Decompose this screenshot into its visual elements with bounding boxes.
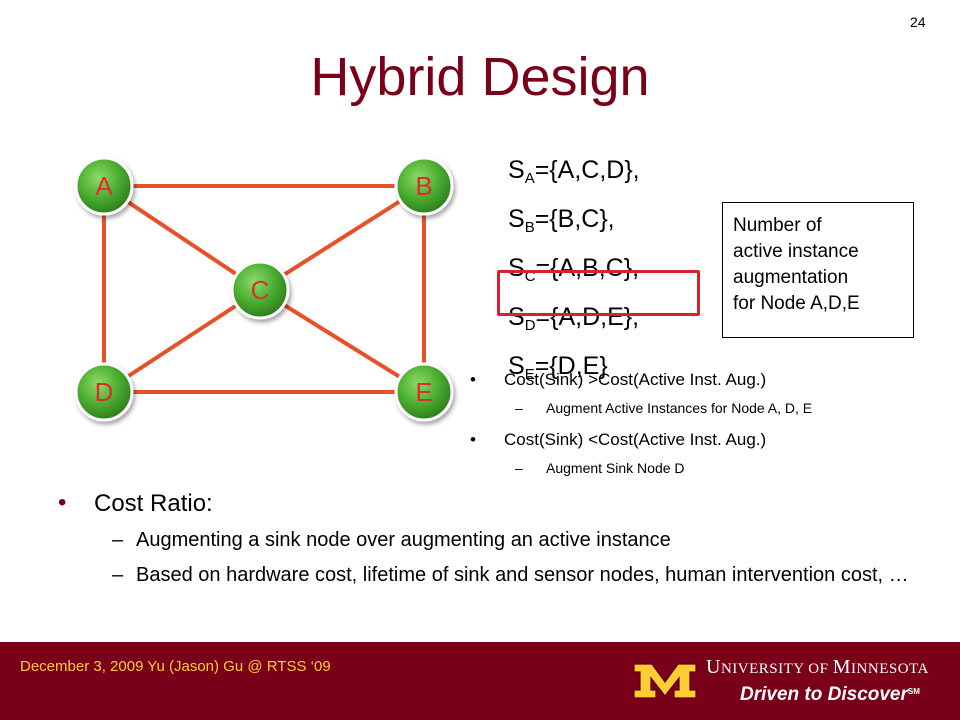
- graph-edge-c-e: [258, 288, 426, 394]
- set-line-b: SB={B,C},: [508, 205, 615, 236]
- node-circle: [74, 156, 134, 216]
- tagline: Driven to DiscoverSM: [740, 684, 920, 705]
- graph-edge-b-c: [258, 184, 426, 292]
- node-circle: [230, 260, 290, 320]
- highlight-box: [497, 270, 700, 316]
- graph-node-d: D: [74, 362, 134, 422]
- university-m-logo: [633, 663, 697, 699]
- note-line: active instance: [733, 241, 859, 262]
- note-line: for Node A,D,E: [733, 293, 860, 314]
- graph-edge-c-d: [102, 288, 262, 394]
- node-circle: [394, 362, 454, 422]
- slide-title: Hybrid Design: [310, 47, 650, 107]
- sub-bullet-item: Augment Active Instances for Node A, D, …: [470, 400, 960, 416]
- university-name: UNIVERSITY OF MINNESOTA: [706, 656, 929, 678]
- graph-edge-a-c: [102, 184, 262, 292]
- footer-text: December 3, 2009 Yu (Jason) Gu @ RTSS ‘0…: [20, 658, 331, 675]
- set-line-d: SD={A,D,E},: [508, 303, 640, 334]
- bullet-item: Cost(Sink) <Cost(Active Inst. Aug.): [470, 430, 960, 450]
- bullet-item: Cost Ratio:: [56, 489, 936, 518]
- graph-node-a: A: [74, 156, 134, 216]
- note-box: Number of active instance augmentation f…: [722, 202, 914, 338]
- sub-bullet-item: Augment Sink Node D: [470, 460, 960, 476]
- graph-node-e: E: [394, 362, 454, 422]
- node-circle: [394, 156, 454, 216]
- node-label: E: [415, 377, 432, 407]
- main-bullets: Cost Ratio: Augmenting a sink node over …: [56, 489, 936, 598]
- node-circle: [74, 362, 134, 422]
- graph-node-c: C: [230, 260, 290, 320]
- node-label: B: [415, 171, 432, 201]
- sub-bullet-item: Based on hardware cost, lifetime of sink…: [56, 563, 936, 588]
- page-number: 24: [910, 14, 926, 30]
- node-label: C: [251, 275, 270, 305]
- set-list: SA={A,C,D}, SB={B,C}, SC={A,B,C}, SD={A,…: [508, 150, 640, 395]
- note-line: augmentation: [733, 267, 849, 288]
- right-bullets: Cost(Sink) >Cost(Active Inst. Aug.) Augm…: [470, 370, 960, 490]
- bullet-item: Cost(Sink) >Cost(Active Inst. Aug.): [470, 370, 960, 390]
- network-graph: A B C D E: [74, 156, 454, 422]
- note-line: Number of: [733, 215, 822, 236]
- set-line-c: SC={A,B,C},: [508, 254, 640, 285]
- sub-bullet-item: Augmenting a sink node over augmenting a…: [56, 528, 936, 553]
- footer-bar: December 3, 2009 Yu (Jason) Gu @ RTSS ‘0…: [0, 642, 960, 720]
- node-label: D: [95, 377, 114, 407]
- node-label: A: [95, 171, 113, 201]
- graph-node-b: B: [394, 156, 454, 216]
- set-line-a: SA={A,C,D},: [508, 156, 640, 187]
